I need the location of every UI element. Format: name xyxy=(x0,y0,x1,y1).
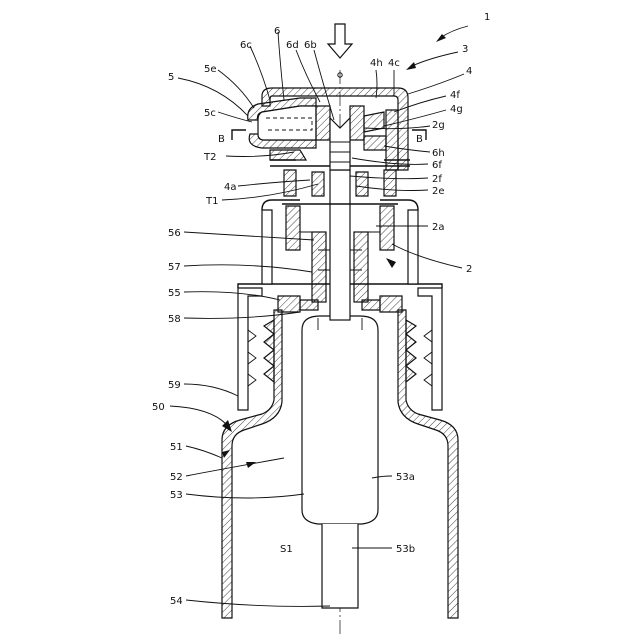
label-53b: 53b xyxy=(396,544,415,555)
section-mark-left xyxy=(232,130,246,140)
label-2f: 2f xyxy=(432,174,442,185)
label-6f: 6f xyxy=(432,160,442,171)
label-2e: 2e xyxy=(432,186,445,197)
label-5c: 5c xyxy=(204,108,216,119)
label-5e: 5e xyxy=(204,64,217,75)
label-52: 52 xyxy=(170,472,183,483)
label-4g: 4g xyxy=(450,104,463,115)
label-4h: 4h xyxy=(370,58,383,69)
label-4f: 4f xyxy=(450,90,460,101)
label-4c: 4c xyxy=(388,58,400,69)
label-2a: 2a xyxy=(432,222,445,233)
label-6h: 6h xyxy=(432,148,445,159)
label-6b: 6b xyxy=(304,40,317,51)
label-s1: S1 xyxy=(280,544,293,555)
label-5: 5 xyxy=(168,72,174,83)
label-59: 59 xyxy=(168,380,181,391)
label-4: 4 xyxy=(466,66,472,77)
label-4a: 4a xyxy=(224,182,237,193)
label-53a: 53a xyxy=(396,472,415,483)
label-2: 2 xyxy=(466,264,472,275)
label-b-right: B xyxy=(416,134,423,145)
label-55: 55 xyxy=(168,288,181,299)
label-t1: T1 xyxy=(205,196,218,207)
down-arrow-icon xyxy=(328,24,352,58)
label-54: 54 xyxy=(170,596,183,607)
label-6: 6 xyxy=(274,26,280,37)
label-56: 56 xyxy=(168,228,181,239)
label-6c: 6c xyxy=(240,40,252,51)
label-2g: 2g xyxy=(432,120,445,131)
label-6d: 6d xyxy=(286,40,299,51)
cylinder xyxy=(302,316,378,608)
label-50: 50 xyxy=(152,402,165,413)
label-1: 1 xyxy=(484,12,490,23)
label-57: 57 xyxy=(168,262,181,273)
label-b-left: B xyxy=(218,134,225,145)
label-58: 58 xyxy=(168,314,181,325)
label-53: 53 xyxy=(170,490,183,501)
label-3: 3 xyxy=(462,44,468,55)
label-51: 51 xyxy=(170,442,183,453)
label-t2: T2 xyxy=(203,152,216,163)
